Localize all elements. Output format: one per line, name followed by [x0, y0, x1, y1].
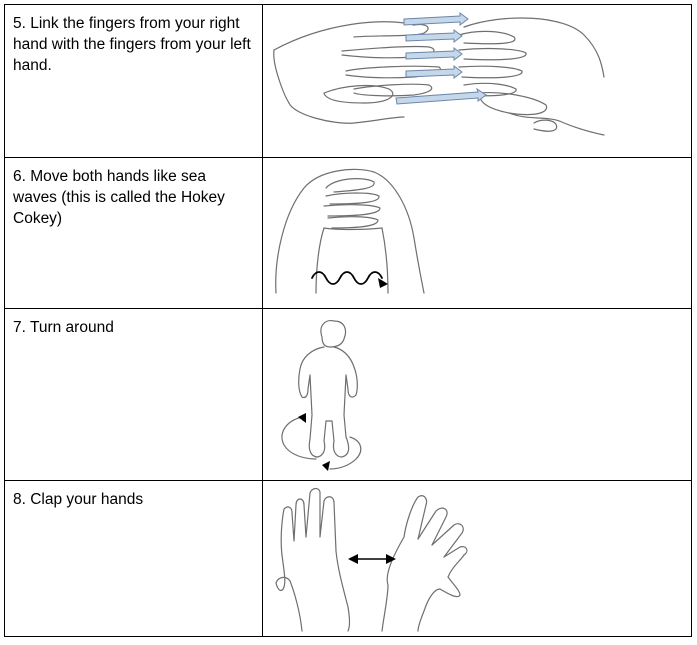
step-illustration-7 [264, 309, 691, 480]
step-illustration-8 [264, 481, 691, 636]
step-illustration-6 [264, 158, 691, 308]
step-text-7: 7. Turn around [5, 309, 263, 480]
wave-hands-icon [275, 168, 425, 294]
step-text-8: 8. Clap your hands [5, 481, 263, 636]
step-row-8: 8. Clap your hands [5, 481, 691, 636]
step-text-6: 6. Move both hands like sea waves (this … [5, 158, 263, 308]
instructions-table: 5. Link the fingers from your right hand… [4, 4, 692, 637]
step-illustration-5 [264, 5, 691, 157]
step-row-6: 6. Move both hands like sea waves (this … [5, 158, 691, 309]
interlocked-fingers-icon [273, 12, 605, 136]
step-text-5: 5. Link the fingers from your right hand… [5, 5, 263, 157]
step-row-5: 5. Link the fingers from your right hand… [5, 5, 691, 158]
turn-around-figure-icon [281, 320, 362, 471]
clapping-hands-icon [275, 487, 468, 632]
step-row-7: 7. Turn around [5, 309, 691, 481]
